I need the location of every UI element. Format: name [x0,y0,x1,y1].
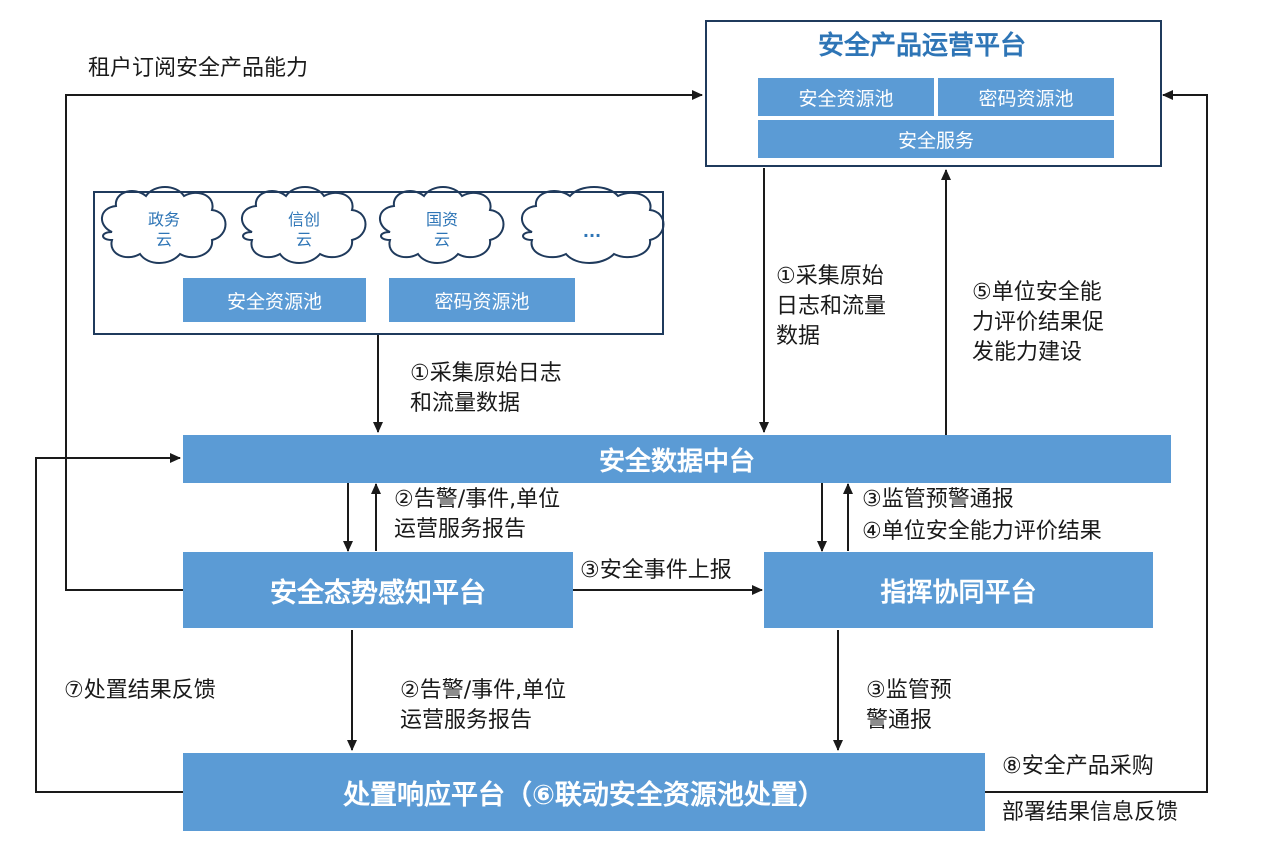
response-platform: 处置响应平台（⑥联动安全资源池处置） [183,753,985,831]
situation-platform: 安全态势感知平台 [183,552,573,628]
label-tenant-subscribe: 租户订阅安全产品能力 [88,56,309,81]
cloud-xinchuang-label: 信创云 [287,210,320,249]
label-alert-report-lower: ②告警/事件,单位运营服务报告 [400,678,567,733]
top-platform-title: 安全产品运营平台 [818,31,1027,61]
arrow-tenant-subscribe [65,90,703,591]
label-purchase: ⑧安全产品采购 [1002,754,1154,779]
cloud-gov-label: 政务云 [147,210,180,249]
cloud-more-label: ... [582,222,602,241]
cloud-pool-crypto: 密码资源池 [389,278,575,322]
label-disposal-feedback: ⑦处置结果反馈 [64,678,216,703]
cloud-frame [93,191,664,335]
cloud-pool-security: 安全资源池 [183,278,366,322]
label-supervise-upper: ③监管预警通报 [862,487,1014,512]
label-event-report: ③安全事件上报 [580,558,732,583]
top-pool-crypto: 密码资源池 [938,78,1114,116]
top-pool-security: 安全资源池 [758,78,934,116]
data-center-platform: 安全数据中台 [183,435,1171,483]
label-eval-result: ④单位安全能力评价结果 [862,519,1102,544]
cloud-guozi-label: 国资云 [425,210,458,249]
label-collect-right: ①采集原始日志和流量数据 [776,264,887,349]
label-alert-report-upper: ②告警/事件,单位运营服务报告 [394,487,561,542]
arrow-disposal-feedback [35,453,183,793]
label-supervise-lower: ③监管预警通报 [866,678,952,733]
label-eval-feedback: ⑤单位安全能力评价结果促发能力建设 [972,280,1105,365]
arrow-purchase-feedback [985,90,1208,793]
top-service: 安全服务 [758,120,1114,158]
label-deploy-feedback: 部署结果信息反馈 [1002,800,1179,825]
label-collect-left: ①采集原始日志和流量数据 [410,361,562,416]
command-platform: 指挥协同平台 [764,552,1153,628]
